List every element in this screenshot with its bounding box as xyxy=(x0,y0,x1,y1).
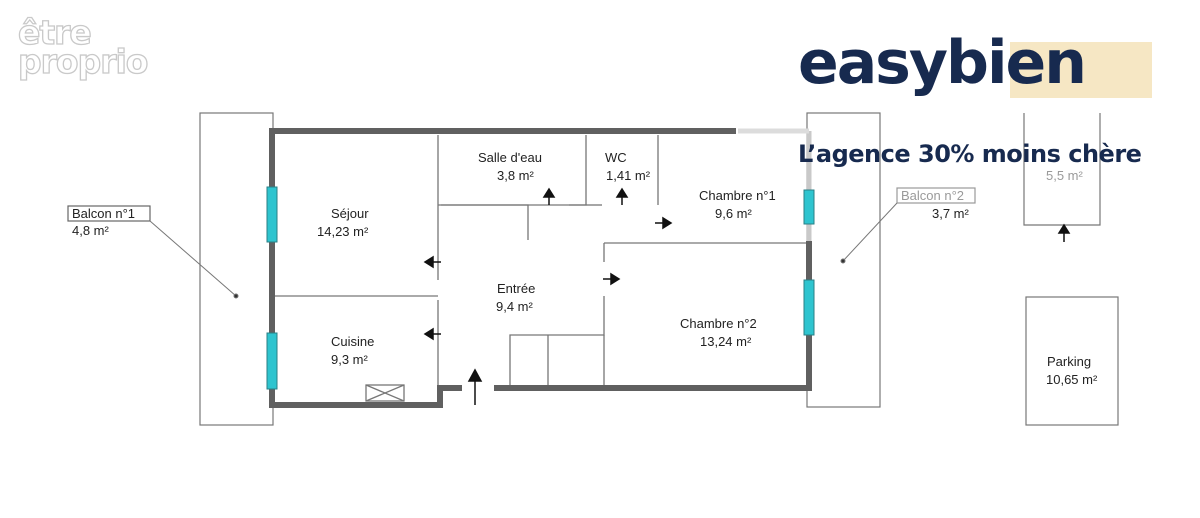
interior-walls xyxy=(275,135,806,402)
easybien-logo: easybien xyxy=(798,28,1158,120)
window-chambre-1 xyxy=(803,189,815,225)
windows xyxy=(266,186,815,390)
watermark-line-2: proprio xyxy=(17,42,149,81)
sejour-area: 14,23 m² xyxy=(317,224,369,239)
outlines xyxy=(67,112,1119,426)
annex-outline xyxy=(1023,113,1101,226)
cuisine-area: 9,3 m² xyxy=(331,352,369,367)
window-sejour xyxy=(266,186,278,243)
arrow-chambre-2 xyxy=(603,272,621,286)
balcon-2-name: Balcon n°2 xyxy=(901,188,964,203)
annex-area: 5,5 m² xyxy=(1046,168,1084,183)
balcon-1-outline xyxy=(199,112,274,426)
logo-text: easybien xyxy=(798,28,1087,98)
wc-name: WC xyxy=(605,150,627,165)
leader-lines xyxy=(149,202,898,299)
arrow-annex xyxy=(1057,223,1071,242)
sejour-name: Séjour xyxy=(331,206,369,221)
chambre-2-name: Chambre n°2 xyxy=(680,316,757,331)
arrow-wc xyxy=(615,187,629,205)
entree-area: 9,4 m² xyxy=(496,299,534,314)
arrow-entree xyxy=(467,368,483,405)
entree-name: Entrée xyxy=(497,281,535,296)
balcon-2-dot xyxy=(840,258,846,264)
balcon-2-area: 3,7 m² xyxy=(932,206,970,221)
chambre-2-area: 13,24 m² xyxy=(700,334,752,349)
etre-proprio-watermark: être proprio xyxy=(17,13,149,81)
arrow-sejour xyxy=(423,255,441,269)
arrow-cuisine xyxy=(423,327,441,341)
window-chambre-2 xyxy=(803,279,815,336)
chambre-1-area: 9,6 m² xyxy=(715,206,753,221)
parking-outline xyxy=(1025,296,1119,426)
cuisine-name: Cuisine xyxy=(331,334,374,349)
parking-area: 10,65 m² xyxy=(1046,372,1098,387)
brand-tagline: L’agence 30% moins chère xyxy=(798,140,1142,168)
balcon-1-area: 4,8 m² xyxy=(72,223,110,238)
balcon-1-name: Balcon n°1 xyxy=(72,206,135,221)
parking-name: Parking xyxy=(1047,354,1091,369)
door-arrows xyxy=(423,187,1071,405)
watermark-line-1: être xyxy=(17,13,92,52)
window-cuisine xyxy=(266,332,278,390)
arrow-salle-deau xyxy=(542,187,556,205)
chambre-1-name: Chambre n°1 xyxy=(699,188,776,203)
salle-deau-name: Salle d'eau xyxy=(478,150,542,165)
arrow-chambre-1 xyxy=(655,216,673,230)
balcon-1-dot xyxy=(233,293,239,299)
wc-area: 1,41 m² xyxy=(606,168,651,183)
balcon-2-tag xyxy=(896,187,976,204)
logo-highlight xyxy=(1010,42,1152,98)
balcon-1-tag xyxy=(67,205,151,222)
cuisine-vent xyxy=(365,384,405,402)
salle-deau-area: 3,8 m² xyxy=(497,168,535,183)
